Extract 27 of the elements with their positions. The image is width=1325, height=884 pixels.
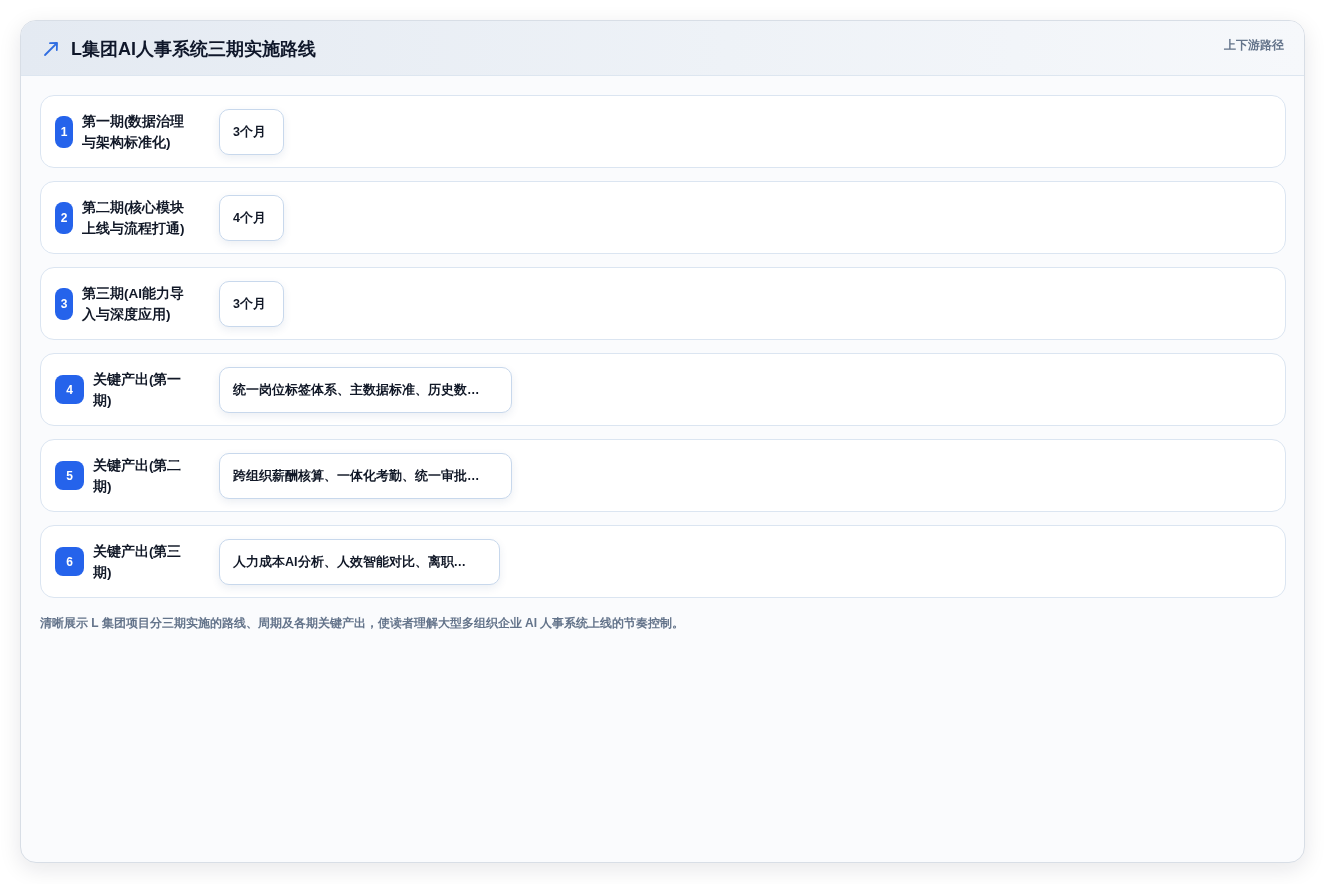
output-title: 关键产出(第二期) — [93, 457, 183, 496]
header-note: 上下游路径 — [1224, 37, 1284, 53]
phase-title: 第一期(数据治理与架构标准化) — [82, 113, 186, 152]
duration-tag: 3个月 — [219, 281, 284, 327]
phase-row — [40, 267, 1286, 340]
number-badge: 2 — [55, 202, 73, 234]
output-row — [40, 353, 1286, 426]
number-badge: 1 — [55, 116, 73, 148]
duration-tag: 4个月 — [219, 195, 284, 241]
output-tag: 跨组织薪酬核算、一体化考勤、统一审批… — [219, 453, 512, 499]
caption: 清晰展示 L 集团项目分三期实施的路线、周期及各期关键产出，使读者理解大型多组织企业 AI 人事系统上线的节奏控制。 — [40, 615, 685, 631]
output-tag: 人力成本AI分析、人效智能对比、离职… — [219, 539, 500, 585]
diagram-title: L集团AI人事系统三期实施路线 — [71, 38, 316, 61]
phase-row — [40, 95, 1286, 168]
number-badge: 4 — [55, 375, 84, 404]
output-tag: 统一岗位标签体系、主数据标准、历史数… — [219, 367, 512, 413]
duration-tag: 3个月 — [219, 109, 284, 155]
output-title: 关键产出(第三期) — [93, 543, 183, 582]
number-badge: 5 — [55, 461, 84, 490]
phase-title: 第三期(AI能力导入与深度应用) — [82, 285, 185, 324]
output-row — [40, 439, 1286, 512]
output-row — [40, 525, 1286, 598]
number-badge: 6 — [55, 547, 84, 576]
phase-row — [40, 181, 1286, 254]
output-title: 关键产出(第一期) — [93, 371, 183, 410]
phase-title: 第二期(核心模块上线与流程打通) — [82, 199, 186, 238]
number-badge: 3 — [55, 288, 73, 320]
